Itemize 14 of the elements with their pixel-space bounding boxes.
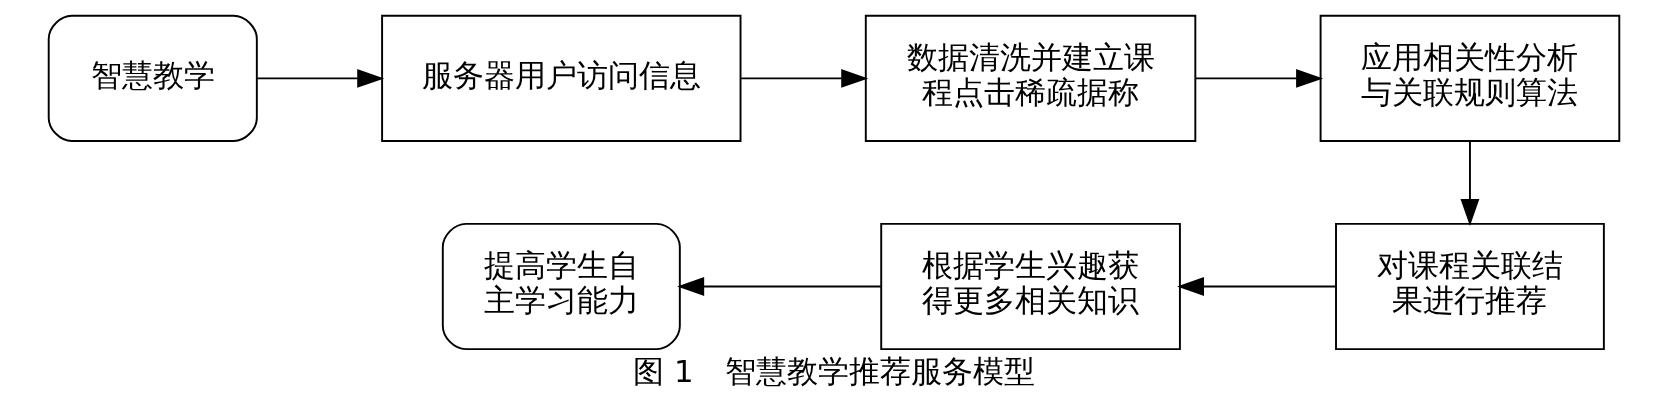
- arrow: [676, 277, 882, 296]
- arrow: [1460, 140, 1479, 226]
- node-box: 应用相关性分析与关联规则算法: [1319, 14, 1620, 142]
- node-box: 对课程关联结果进行推荐: [1334, 222, 1605, 351]
- arrow: [739, 68, 868, 88]
- node-box: 提高学生自主学习能力: [441, 222, 681, 351]
- arrow: [255, 68, 384, 88]
- node-box: 服务器用户访问信息: [380, 14, 741, 142]
- node-box: 智慧教学: [47, 14, 258, 142]
- arrow: [1194, 68, 1323, 88]
- arrow: [1176, 277, 1336, 296]
- node-box: 数据清洗并建立课程点击稀疏据称: [864, 14, 1196, 142]
- node-box: 根据学生兴趣获得更多相关知识: [879, 222, 1181, 351]
- caption: 图 1 智慧教学推荐服务模型: [632, 352, 1035, 389]
